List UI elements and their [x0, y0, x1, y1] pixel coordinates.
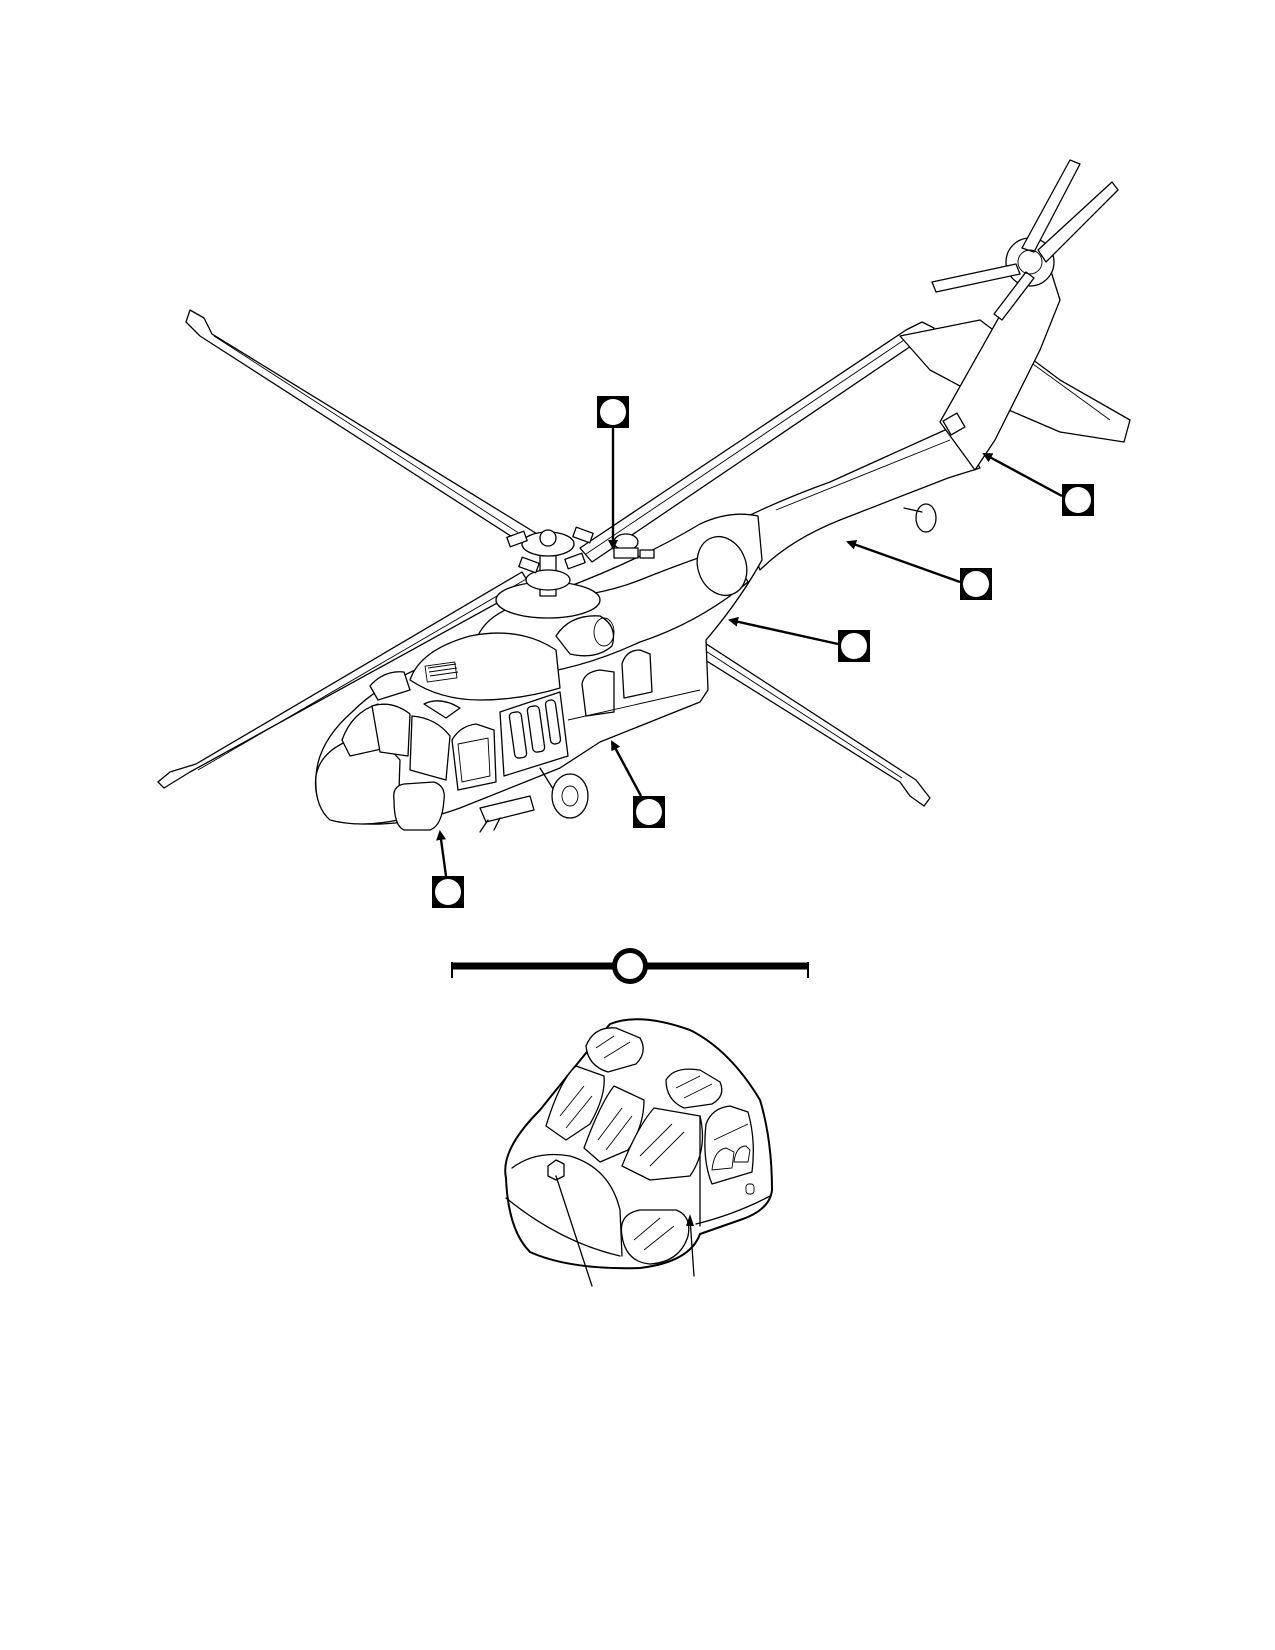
windshield-center	[371, 703, 411, 757]
callout-marker-b	[1062, 484, 1094, 516]
landing-gear	[479, 767, 589, 833]
tail-section	[739, 159, 1131, 571]
main-wheel	[551, 773, 589, 819]
tail-boom	[739, 425, 981, 571]
windshield-right	[409, 715, 451, 781]
detail-nose-sensor	[547, 1159, 565, 1181]
callout-marker-f	[432, 876, 464, 908]
callout-marker-detail	[612, 948, 648, 984]
aft-fairing	[696, 535, 748, 597]
rotor-blade-upper-left	[185, 309, 561, 561]
detail-door-window	[704, 1105, 754, 1185]
cockpit-door	[451, 723, 497, 791]
callout-marker-c	[960, 568, 992, 600]
chin-window	[393, 781, 445, 831]
callout-marker-d	[838, 630, 870, 662]
detail-windshield-left	[545, 1065, 605, 1141]
fuselage	[314, 513, 763, 831]
callouts	[432, 396, 1094, 908]
detail-window-top-left	[585, 1027, 644, 1073]
callout-marker-a	[597, 396, 629, 428]
tail-wheel	[915, 503, 937, 533]
cabin-window-2	[621, 649, 653, 699]
cockpit-roof	[409, 632, 561, 701]
cabin-window-1	[581, 669, 615, 717]
detail-bar	[451, 948, 809, 984]
detail-chin-window	[620, 1209, 690, 1265]
cockpit-detail	[504, 1018, 773, 1287]
engine-exhaust	[555, 615, 615, 657]
detail-window-top-right	[665, 1068, 723, 1109]
rotor-blade-lower-left	[157, 571, 531, 789]
rotor-head	[495, 526, 655, 619]
callout-marker-e	[633, 796, 665, 828]
